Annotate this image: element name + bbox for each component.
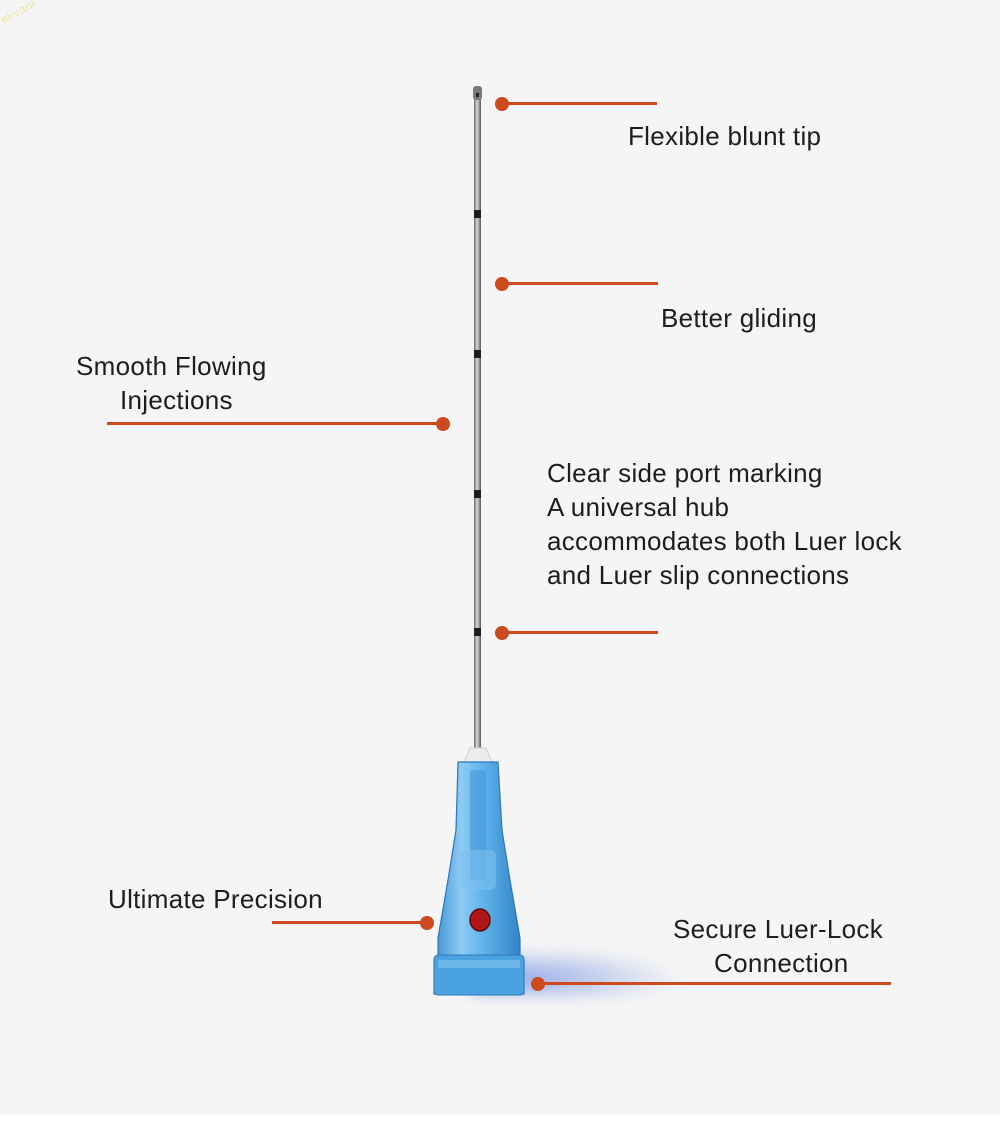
label-better-gliding: Better gliding — [661, 303, 817, 333]
label-smooth-line2: Injections — [120, 385, 233, 415]
label-smooth-line1: Smooth Flowing — [76, 351, 267, 381]
callout-line-luer — [538, 982, 891, 985]
label-ultimate-precision: Ultimate Precision — [108, 884, 323, 914]
cannula-image — [433, 86, 525, 996]
depth-mark — [474, 210, 481, 218]
depth-mark — [474, 490, 481, 498]
side-port-marker — [469, 908, 491, 932]
label-side-port-4: and Luer slip connections — [547, 560, 850, 590]
label-side-port-2: A universal hub — [547, 492, 730, 522]
callout-line-precision — [272, 921, 428, 924]
bottom-strip — [0, 1115, 1000, 1135]
hub-collar — [463, 747, 493, 763]
callout-dot-precision — [420, 916, 434, 930]
callout-line-smooth — [107, 422, 443, 425]
depth-mark — [474, 628, 481, 636]
label-luer-line2: Connection — [714, 948, 849, 978]
label-luer-line1: Secure Luer-Lock — [673, 914, 884, 944]
label-side-port-1: Clear side port marking — [547, 458, 823, 488]
callout-dot-smooth — [436, 417, 450, 431]
depth-mark — [474, 350, 481, 358]
callout-line-gliding — [502, 282, 658, 285]
label-flexible-tip: Flexible blunt tip — [628, 121, 822, 151]
cannula-shaft — [474, 88, 481, 748]
label-side-port-3: accommodates both Luer lock — [547, 526, 902, 556]
callout-line-tip — [502, 102, 657, 105]
callout-line-side-port — [502, 631, 658, 634]
